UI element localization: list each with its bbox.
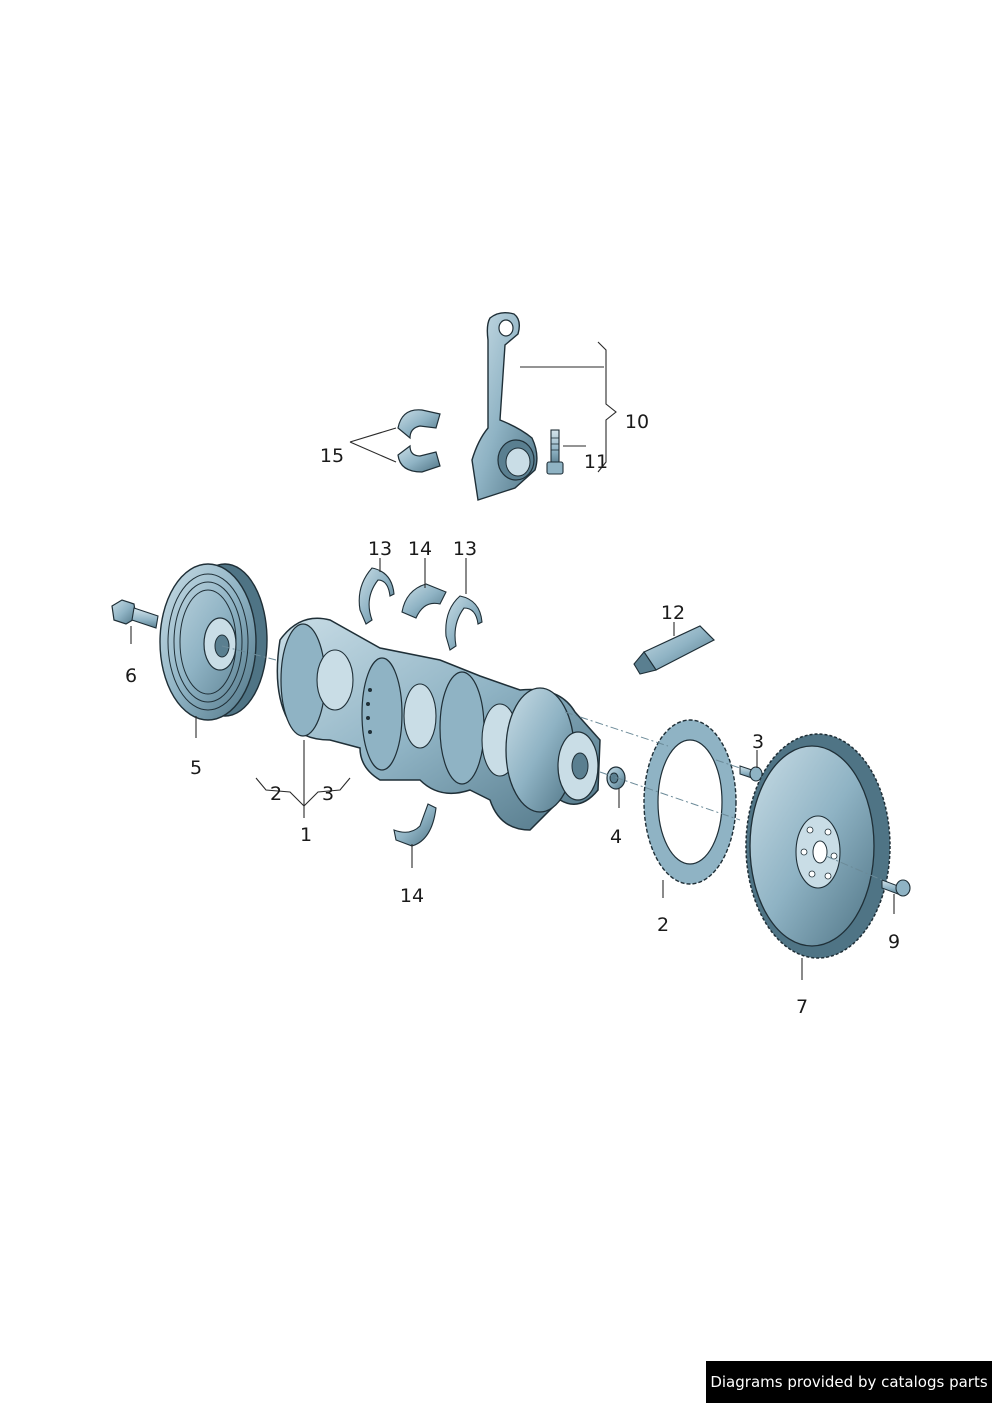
callout-6: 6 bbox=[125, 665, 137, 687]
attribution-text: Diagrams provided by catalogs parts bbox=[710, 1373, 988, 1391]
crankshaft bbox=[276, 617, 601, 831]
callout-15: 15 bbox=[320, 445, 344, 467]
sender-wheel bbox=[643, 719, 737, 885]
attribution-banner: Diagrams provided by catalogs parts bbox=[706, 1361, 992, 1403]
flywheel bbox=[745, 733, 891, 959]
main-bearing-shell-lower bbox=[393, 803, 437, 847]
callout-14-lower: 14 bbox=[400, 885, 424, 907]
thrust-washer-left bbox=[358, 567, 395, 625]
callout-5: 5 bbox=[190, 757, 202, 779]
callout-13-right: 13 bbox=[453, 538, 477, 560]
flywheel-bolt bbox=[881, 879, 911, 897]
callout-14-upper: 14 bbox=[408, 538, 432, 560]
callout-3-crank: 3 bbox=[322, 783, 334, 805]
flywheel-bolt-small bbox=[739, 765, 763, 782]
callout-3-bolt: 3 bbox=[752, 731, 764, 753]
callout-2-sender-wheel: 2 bbox=[657, 914, 669, 936]
callout-2-crank: 2 bbox=[270, 783, 282, 805]
callout-11: 11 bbox=[584, 451, 608, 473]
callout-10: 10 bbox=[625, 411, 649, 433]
vibration-damper-pulley bbox=[159, 563, 268, 721]
main-bearing-shell-upper bbox=[401, 583, 447, 619]
callout-labels: 1 2 3 2 3 4 5 6 7 9 10 11 12 13 13 14 14… bbox=[125, 411, 900, 1018]
callout-13-left: 13 bbox=[368, 538, 392, 560]
thrust-washer-right bbox=[445, 595, 483, 651]
callout-9: 9 bbox=[888, 931, 900, 953]
sealant-tube bbox=[633, 625, 716, 675]
pulley-bolt bbox=[111, 599, 159, 629]
callout-1: 1 bbox=[300, 824, 312, 846]
leader-lines bbox=[130, 341, 895, 980]
con-rod-bolt bbox=[546, 429, 564, 475]
con-rod-bearing-shells bbox=[397, 409, 441, 473]
callout-7: 7 bbox=[796, 996, 808, 1018]
callout-4: 4 bbox=[610, 826, 622, 848]
callout-12: 12 bbox=[661, 602, 685, 624]
assembly-axis bbox=[221, 645, 883, 881]
connecting-rod bbox=[471, 311, 538, 501]
